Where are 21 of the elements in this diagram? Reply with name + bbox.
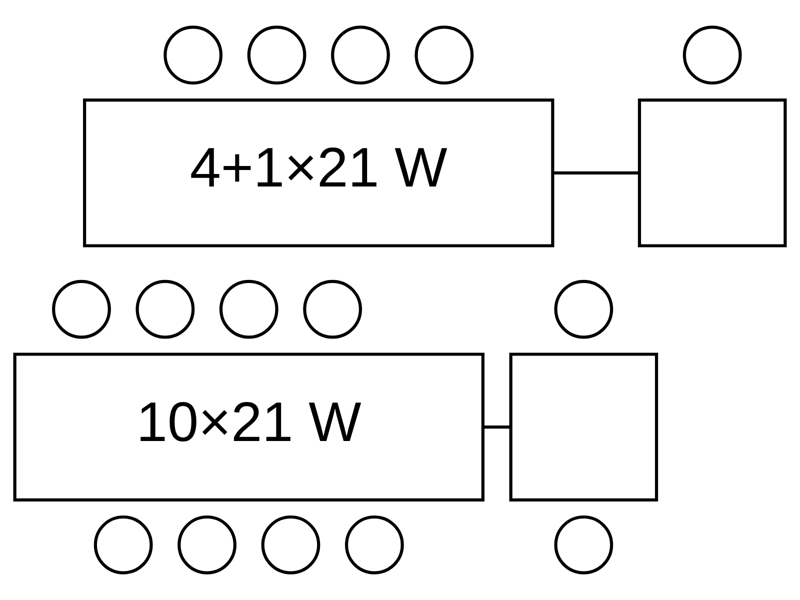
node-circle bbox=[219, 280, 278, 339]
node-circle bbox=[554, 280, 614, 339]
connector bbox=[482, 426, 511, 429]
node-box: 4+1×21 W bbox=[83, 98, 554, 248]
node-circle bbox=[136, 280, 195, 339]
node-box bbox=[638, 98, 787, 248]
node-circle bbox=[178, 515, 236, 574]
node-circle bbox=[261, 515, 320, 574]
node-circle bbox=[554, 515, 614, 574]
connector bbox=[553, 171, 639, 174]
node-circle bbox=[682, 26, 742, 85]
node-box bbox=[509, 352, 658, 502]
node-circle bbox=[303, 280, 362, 339]
node-circle bbox=[344, 515, 404, 574]
node-circle bbox=[331, 26, 390, 85]
node-circle bbox=[52, 280, 111, 339]
node-box: 10×21 W bbox=[13, 352, 484, 502]
node-circle bbox=[164, 26, 223, 85]
node-circle bbox=[247, 26, 306, 85]
node-circle bbox=[94, 515, 153, 574]
node-circle bbox=[414, 26, 474, 85]
